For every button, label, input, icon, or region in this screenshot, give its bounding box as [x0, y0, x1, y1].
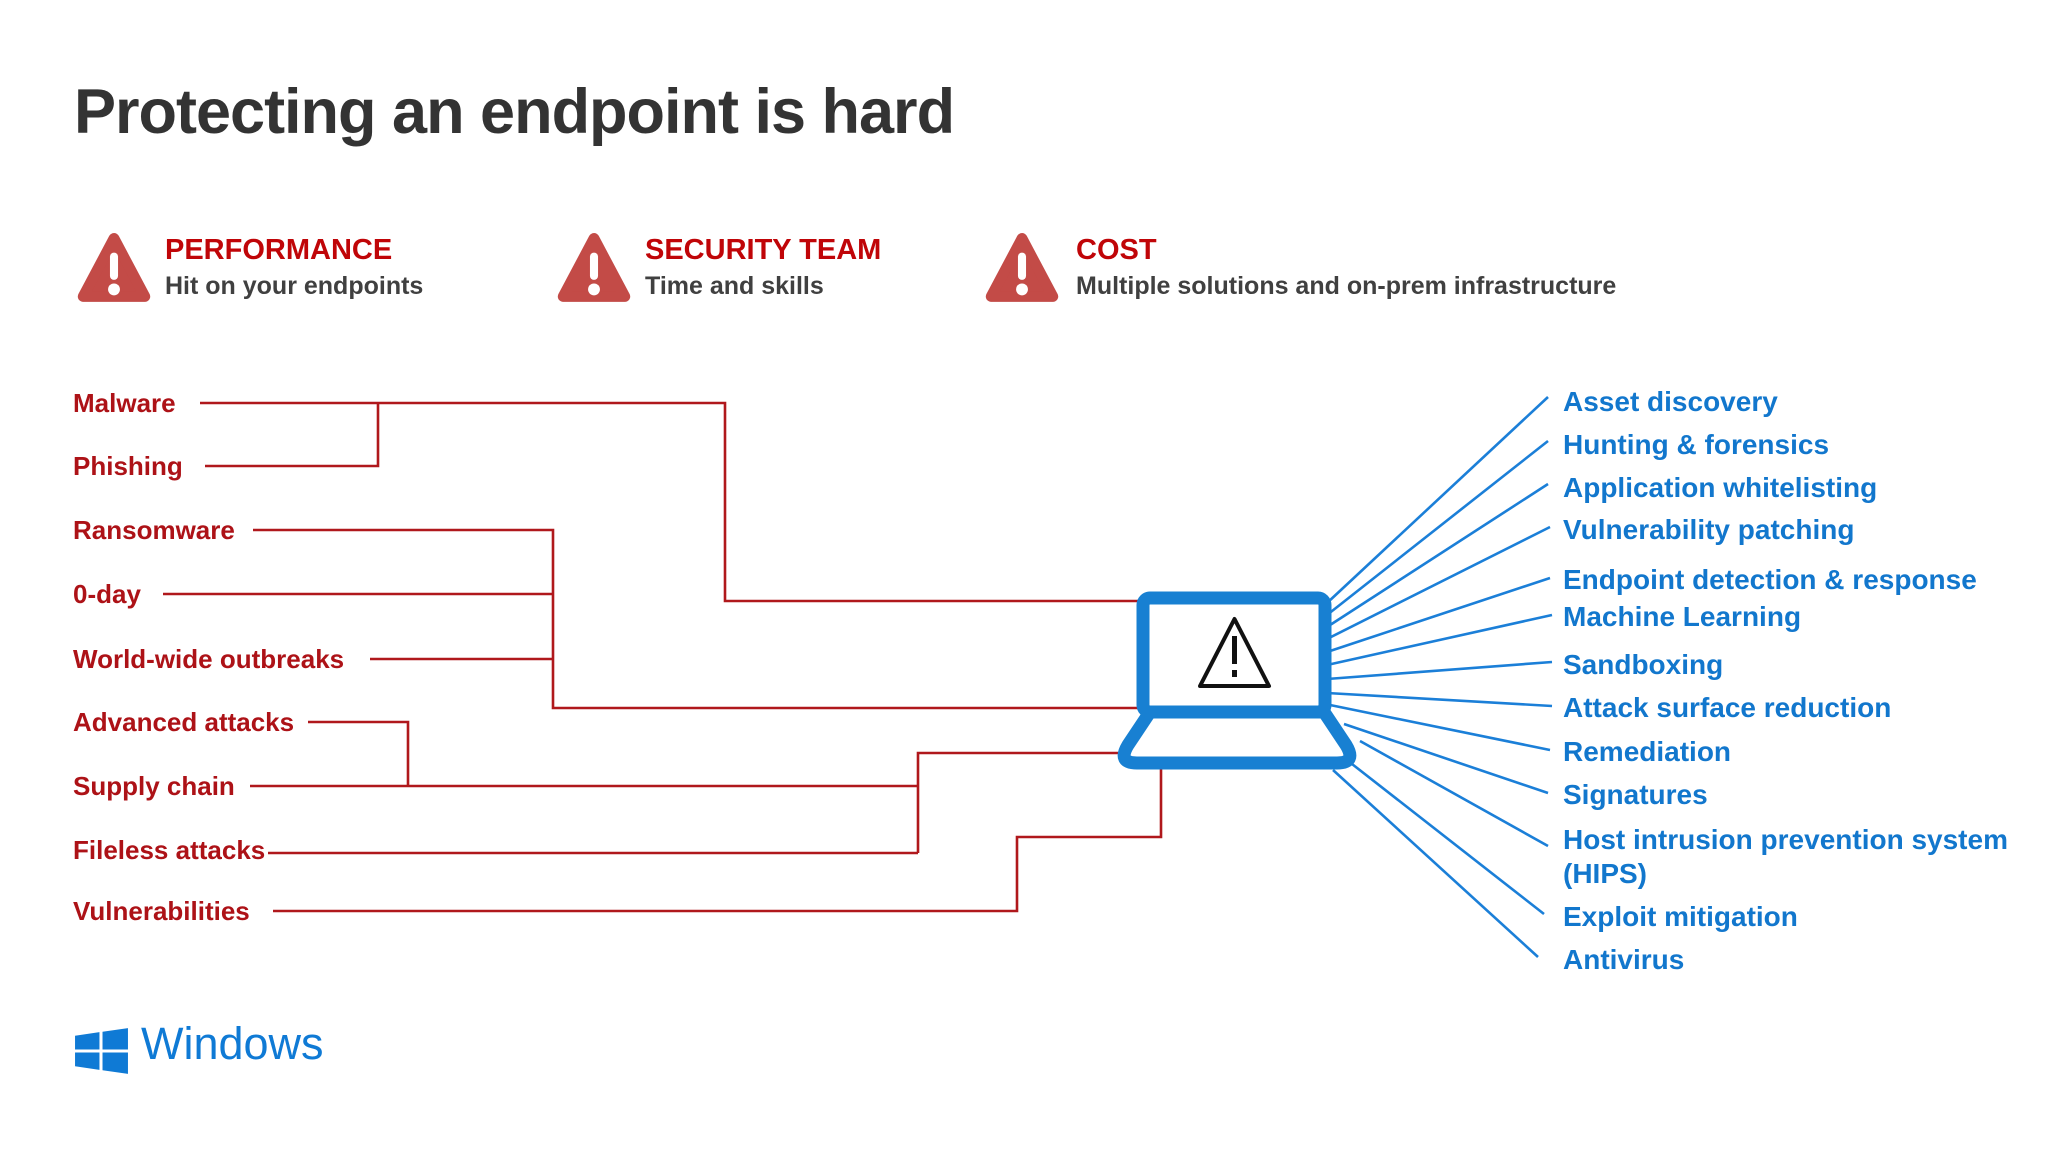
- threat-label: Malware: [73, 388, 176, 418]
- threat-label: Phishing: [73, 451, 183, 481]
- warning-triangle-icon: [985, 232, 1059, 302]
- capability-label: Remediation: [1563, 736, 1732, 767]
- laptop-icon: [1117, 591, 1357, 770]
- warning-triangle-icon: [557, 232, 631, 302]
- challenge-subtitle: Time and skills: [645, 272, 824, 300]
- capability-label: Antivirus: [1563, 944, 1685, 975]
- capability-label: Sandboxing: [1563, 649, 1724, 680]
- capability-label: Application whitelisting: [1563, 472, 1878, 503]
- threat-label: Vulnerabilities: [73, 896, 250, 926]
- capability-label: Host intrusion prevention system (HIPS): [1563, 824, 2008, 889]
- capability-connector-lines: [1326, 396, 1553, 958]
- threat-label: Supply chain: [73, 771, 235, 801]
- capability-label: Hunting & forensics: [1563, 429, 1830, 460]
- capability-label: Vulnerability patching: [1563, 514, 1855, 545]
- screen-warning-triangle-icon: [1198, 617, 1271, 688]
- threat-connector-lines: [163, 401, 1163, 913]
- windows-brand-label: Windows: [141, 1018, 324, 1069]
- threat-label: World-wide outbreaks: [73, 644, 345, 674]
- challenge-title: PERFORMANCE: [165, 234, 393, 266]
- threat-label: Fileless attacks: [73, 835, 266, 865]
- capability-label: Asset discovery: [1563, 386, 1778, 417]
- page-title: Protecting an endpoint is hard: [74, 77, 955, 147]
- capability-label: Attack surface reduction: [1563, 692, 1892, 723]
- challenge-subtitle: Hit on your endpoints: [165, 272, 424, 300]
- capability-label: Machine Learning: [1563, 601, 1802, 632]
- threat-label: Advanced attacks: [73, 707, 295, 737]
- warning-triangle-icon: [77, 232, 151, 302]
- threat-label: Ransomware: [73, 515, 235, 545]
- challenge-title: COST: [1076, 234, 1157, 266]
- threat-label: 0-day: [73, 579, 141, 609]
- windows-logo-icon: [75, 1028, 128, 1074]
- capability-label: Signatures: [1563, 779, 1708, 810]
- capability-label: Endpoint detection & response: [1563, 564, 1977, 595]
- challenge-title: SECURITY TEAM: [645, 234, 882, 266]
- challenge-subtitle: Multiple solutions and on-prem infrastru…: [1076, 272, 1617, 300]
- capability-label: Exploit mitigation: [1563, 901, 1798, 932]
